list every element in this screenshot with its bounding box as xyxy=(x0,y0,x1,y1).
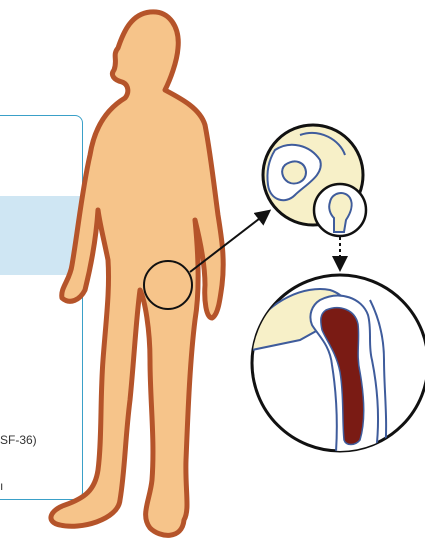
femur-detail-lens xyxy=(252,275,425,452)
human-figure xyxy=(51,12,223,536)
joint-detail-lens xyxy=(263,125,366,236)
